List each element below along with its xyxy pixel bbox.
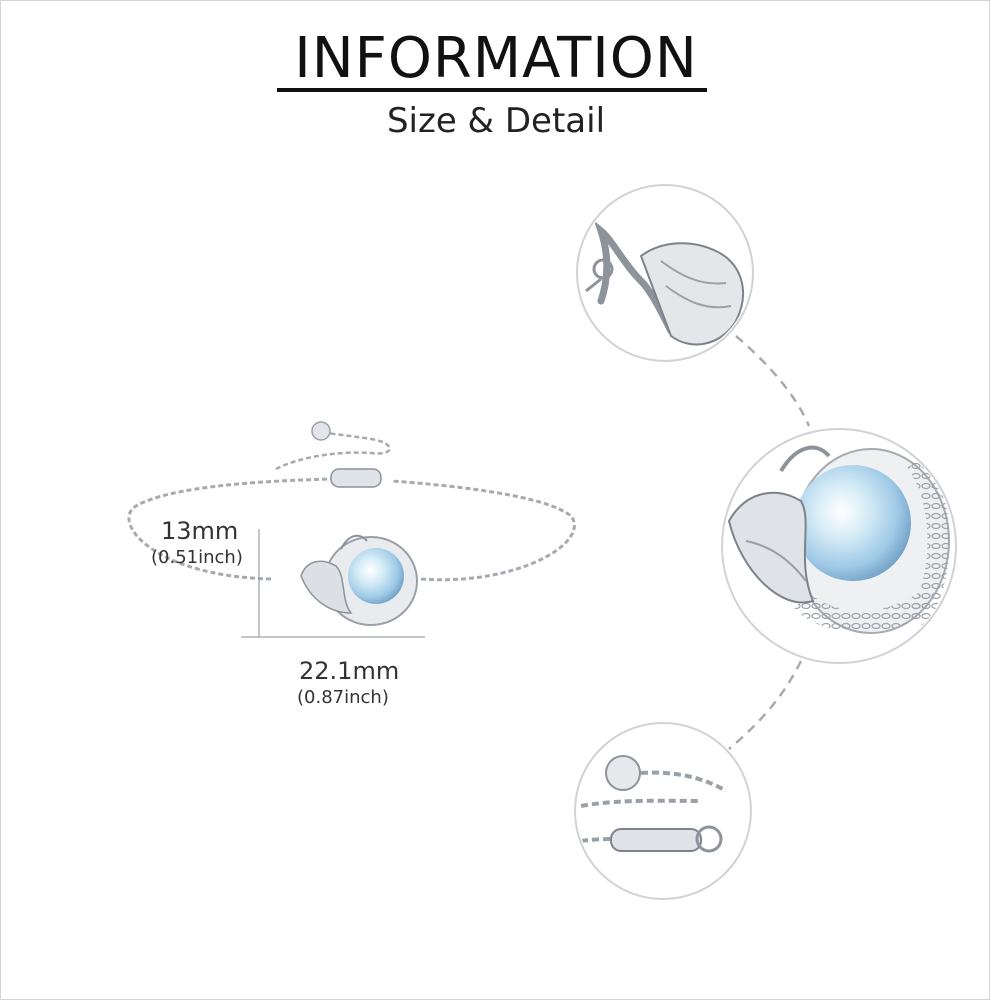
height-mm-label: 13mm: [161, 517, 239, 545]
dimension-lines: [241, 529, 425, 638]
page-title: INFORMATION: [294, 26, 698, 91]
title-underline: [277, 88, 707, 92]
width-inch-label: (0.87inch): [297, 687, 389, 708]
page-subtitle: Size & Detail: [386, 101, 606, 141]
detail-connectors: [728, 335, 811, 750]
detail-circle-moonstone: [721, 428, 957, 664]
detail-circle-figure: [576, 184, 754, 362]
height-inch-label: (0.51inch): [151, 547, 243, 568]
width-mm-label: 22.1mm: [299, 657, 400, 685]
bracelet-main: [127, 421, 576, 626]
detail-circle-clasp: [574, 722, 752, 900]
